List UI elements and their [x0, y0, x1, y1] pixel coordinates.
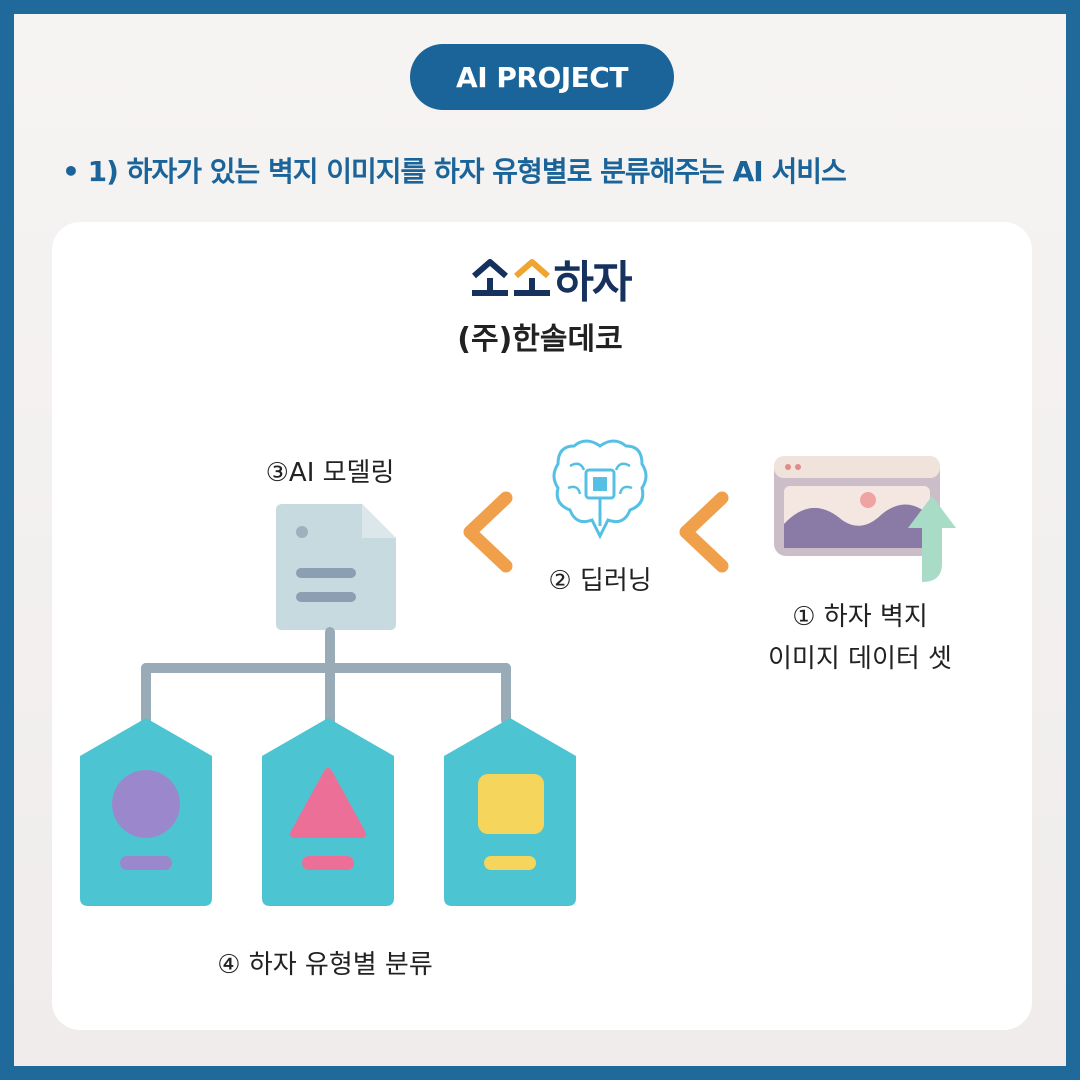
company-name: (주)한솔데코 [457, 322, 623, 357]
step1-label-line2: 이미지 데이터 셋 [768, 644, 952, 674]
house-logo-icon-2 [512, 256, 552, 300]
tree-connector [141, 627, 511, 727]
brain-chip-icon [552, 439, 648, 540]
category-tag-square [444, 718, 576, 906]
document-icon [276, 504, 396, 630]
category-tag-circle [80, 718, 212, 906]
image-upload-icon [774, 456, 956, 582]
headline: • 1) 하자가 있는 벽지 이미지를 하자 유형별로 분류해주는 AI 서비스 [62, 155, 847, 188]
house-logo-icon [470, 256, 510, 300]
ai-project-badge: AI PROJECT [410, 44, 674, 110]
step3-label: ③AI 모델링 [265, 458, 395, 488]
sosohaja-logo: 하자 [455, 252, 645, 308]
chevron-left-icon [679, 491, 729, 573]
chevron-left-icon-2 [463, 491, 513, 573]
step1-label-line1: ① 하자 벽지 [792, 602, 928, 632]
category-tag-triangle [262, 718, 394, 906]
logo-text: 하자 [553, 257, 633, 308]
step2-label: ② 딥러닝 [548, 566, 652, 596]
badge-label: AI PROJECT [456, 60, 628, 94]
step4-label: ④ 하자 유형별 분류 [217, 950, 433, 980]
